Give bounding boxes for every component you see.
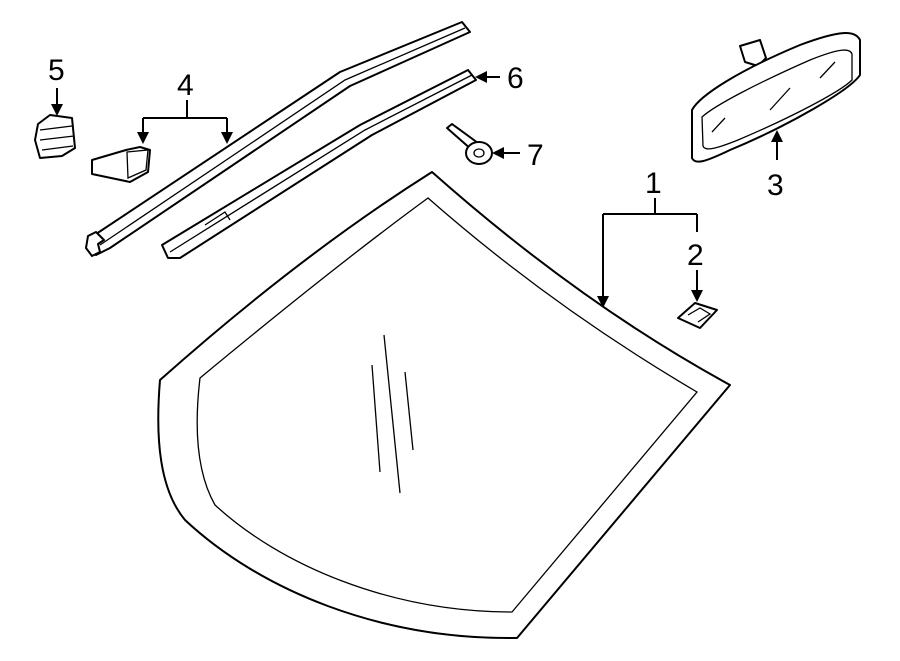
windshield-outer-edge [157,171,731,640]
callout-6: 6 [507,62,524,95]
sensor-bracket-detail [687,307,712,323]
roof-moulding-edge [169,74,473,253]
moulding-strip-end [85,231,105,257]
glass-reflection-line-2 [383,334,401,494]
arrow-5 [51,104,63,116]
retainer-clip-ribs [39,125,75,151]
windshield-glass[interactable] [157,171,731,640]
arrow-7 [492,147,504,159]
callout-3: 3 [767,169,784,202]
mirror-reflection-1 [711,117,726,133]
callout-2: 2 [687,239,704,272]
leader-lines [51,71,783,308]
arrow-4b [221,132,233,144]
glass-reflection-line-3 [404,371,414,451]
sensor-bracket-body [677,302,718,329]
glass-reflection-line-1 [371,364,381,473]
rear-view-mirror[interactable] [691,32,861,163]
arrow-3 [771,130,783,142]
moulding-strip-edge [99,27,466,246]
mirror-housing [691,32,861,163]
mirror-reflection-3 [819,61,836,79]
callout-4: 4 [177,69,194,102]
clip-face [126,149,149,179]
arrow-6 [475,71,487,83]
side-moulding-strip[interactable] [85,21,471,257]
stud-washer-hole [473,148,485,158]
mirror-reflection-2 [769,87,791,111]
sensor-bracket[interactable] [677,302,718,329]
callout-labels: 1 2 3 4 5 6 7 [48,54,784,272]
windshield-inner-border [196,197,698,613]
arrow-4a [137,132,149,144]
moulding-clip[interactable] [91,146,151,183]
roof-moulding-strip[interactable] [161,69,477,259]
stud-bolt[interactable] [446,123,493,165]
arrow-1 [597,296,609,308]
arrow-2 [691,290,703,302]
mirror-glass [701,49,853,150]
callout-1: 1 [645,167,662,200]
stud-washer [465,141,493,165]
callout-5: 5 [48,54,65,87]
clip-body [91,146,151,183]
roof-moulding-notch [204,211,231,226]
roof-moulding-body [161,69,477,259]
retainer-clip[interactable] [34,114,76,159]
callout-7: 7 [527,139,544,172]
